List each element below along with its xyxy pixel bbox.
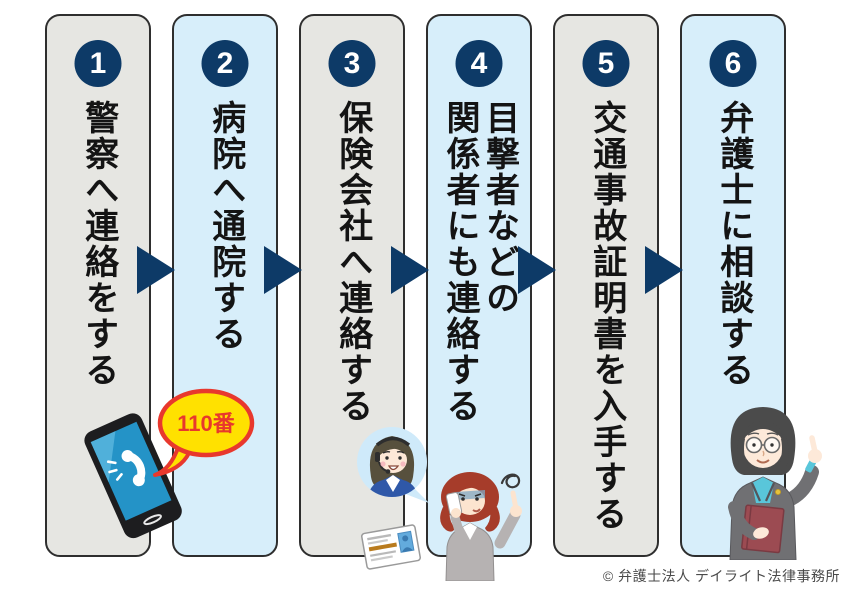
copyright-text: © 弁護士法人 デイライト法律事務所 xyxy=(602,568,840,584)
step-label: 交通事故証明書を入手する xyxy=(587,100,626,532)
step-number: 4 xyxy=(470,46,488,80)
step-number-badge: 3 xyxy=(328,40,376,87)
step-panel-5: 5 交通事故証明書を入手する xyxy=(553,14,659,557)
step-arrow-icon xyxy=(645,246,683,294)
step-number: 5 xyxy=(597,46,615,80)
step-label: 目撃者などの 関係者にも連絡する xyxy=(441,100,519,424)
step-number-badge: 1 xyxy=(74,40,122,87)
step-arrow-icon xyxy=(518,246,556,294)
smartphone-illustration xyxy=(84,413,182,539)
step-panel-4: 4 目撃者などの 関係者にも連絡する xyxy=(426,14,532,557)
step-number: 1 xyxy=(89,46,107,80)
step-number-badge: 4 xyxy=(455,40,503,87)
step-panel-2: 2 病院へ通院する xyxy=(172,14,278,557)
step-label: 警察へ連絡をする xyxy=(79,100,118,388)
step-label: 保険会社へ連絡する xyxy=(333,100,372,424)
step-label: 病院へ通院する xyxy=(206,100,245,352)
phoning-woman-illustration xyxy=(440,472,522,581)
step-arrow-icon xyxy=(391,246,429,294)
emergency-number-text: 110番 xyxy=(177,411,235,436)
call-operator-illustration xyxy=(357,427,429,503)
step-arrow-icon xyxy=(264,246,302,294)
step-number-badge: 2 xyxy=(201,40,249,87)
step-number: 6 xyxy=(724,46,742,80)
emergency-call-bubble: 110番 xyxy=(153,388,255,477)
step-number-badge: 5 xyxy=(582,40,630,87)
step-arrow-icon xyxy=(137,246,175,294)
step-label: 弁護士に相談する xyxy=(714,100,753,388)
insurance-card-illustration xyxy=(361,524,421,570)
lawyer-illustration xyxy=(728,407,822,560)
step-number: 3 xyxy=(343,46,361,80)
step-number: 2 xyxy=(216,46,234,80)
step-number-badge: 6 xyxy=(709,40,757,87)
